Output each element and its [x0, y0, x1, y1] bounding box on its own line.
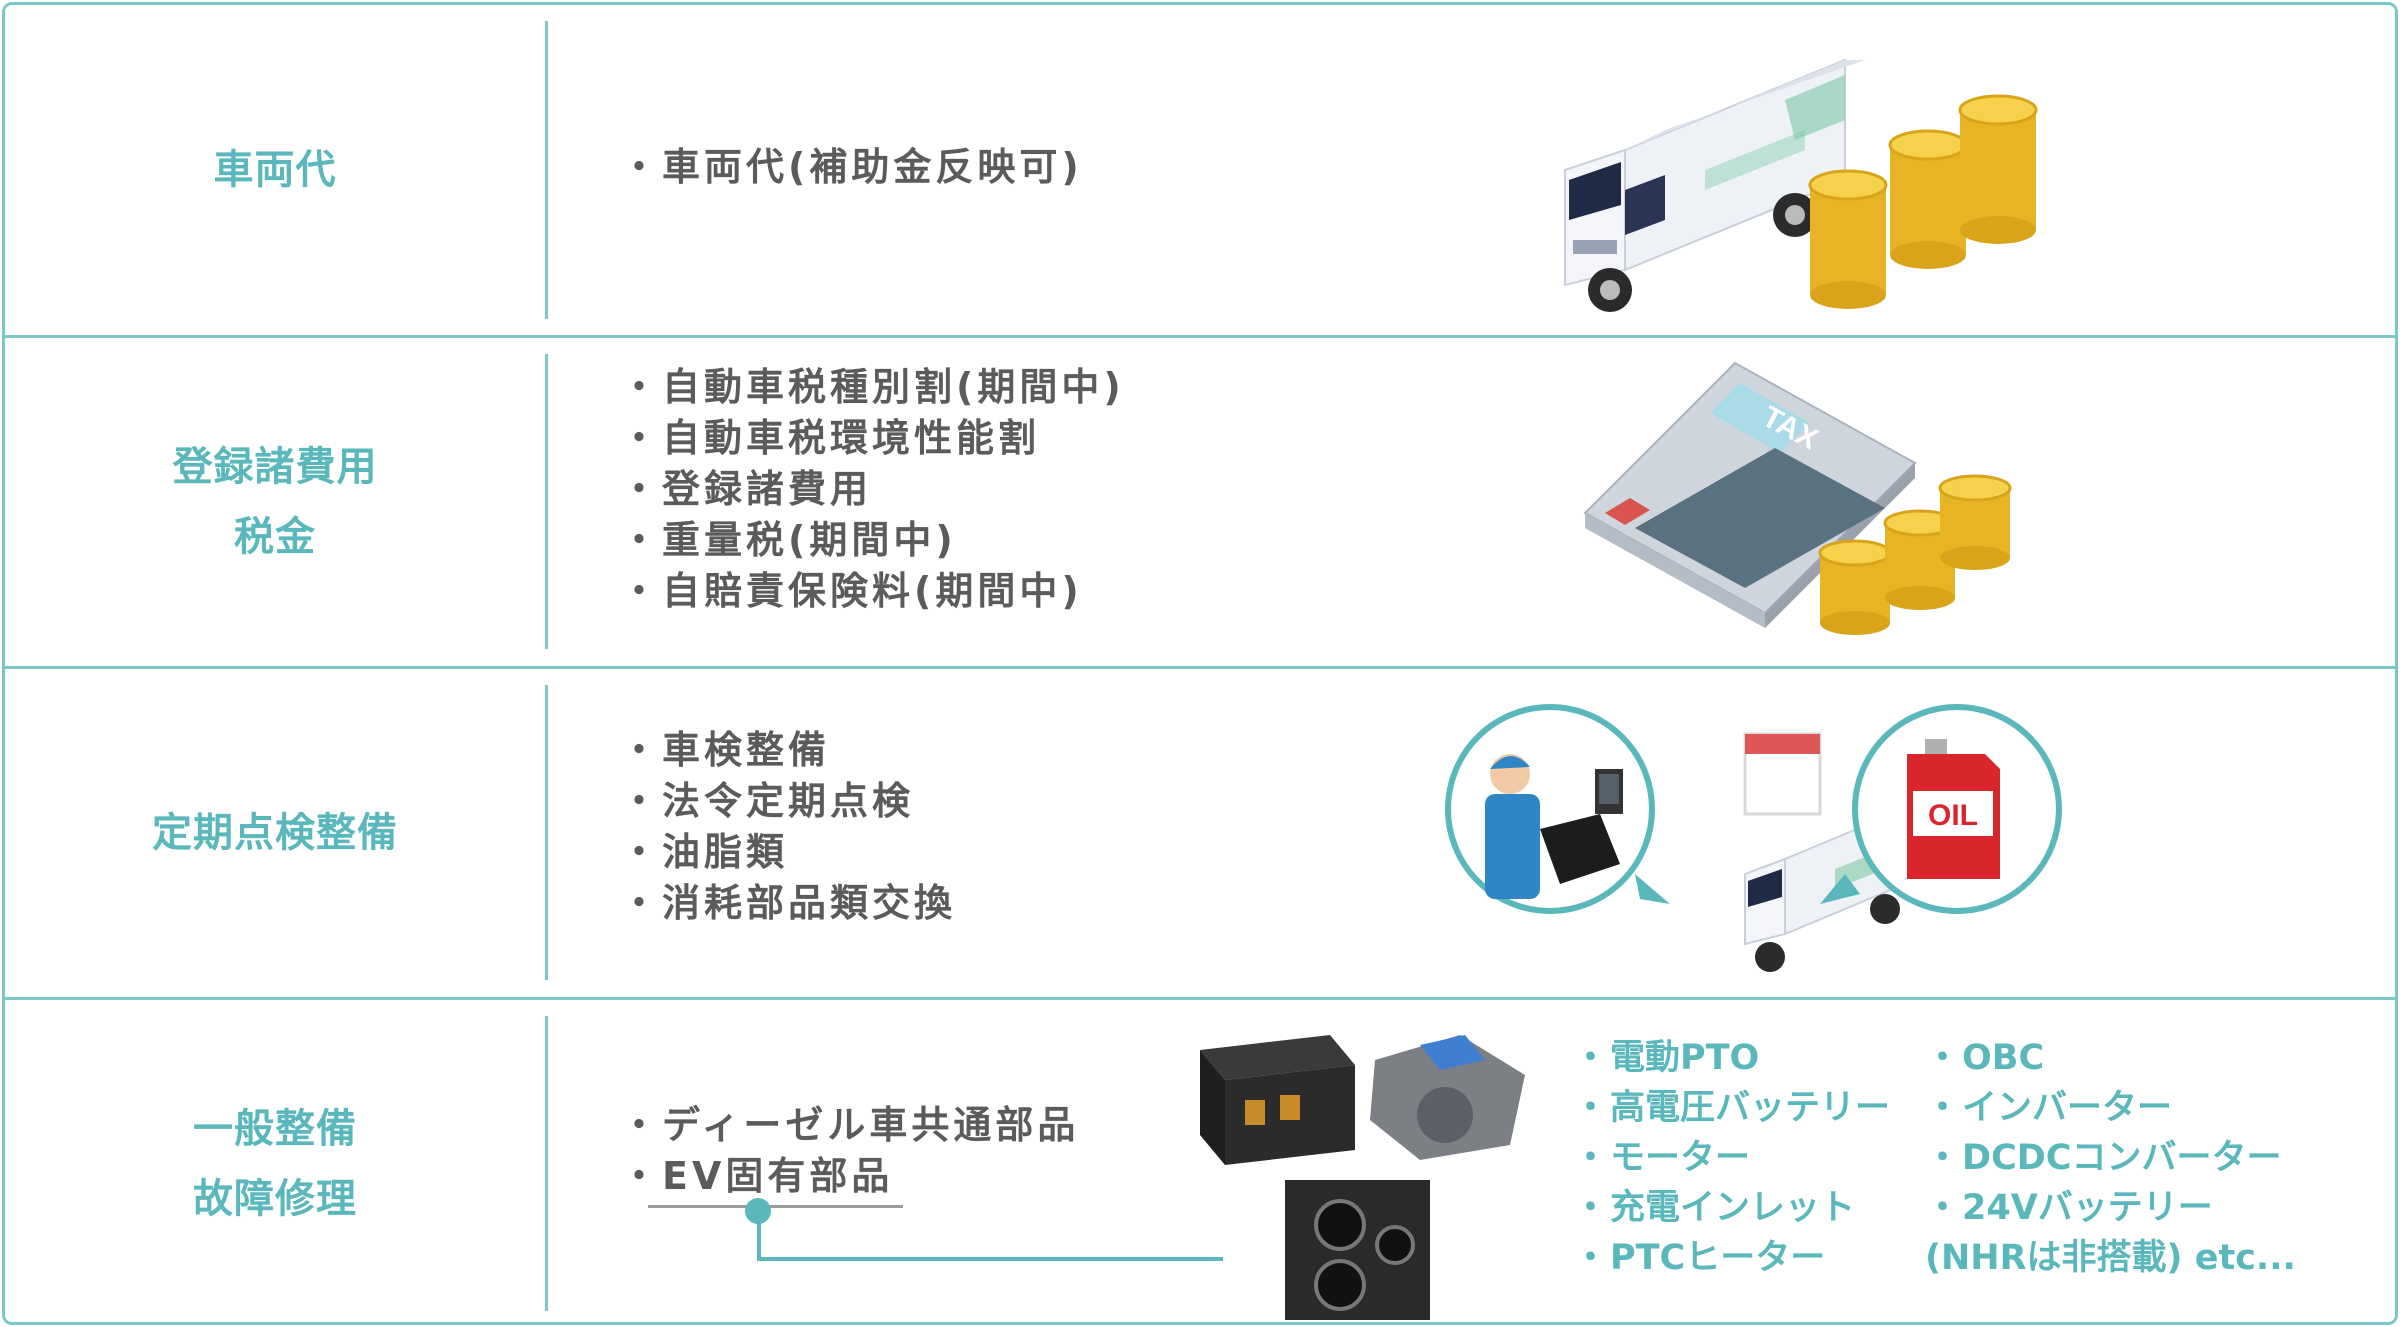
oil-can-icon: OIL: [1820, 704, 2062, 914]
row-general-repair: 一般整備 故障修理 ディーゼル車共通部品 EV固有部品: [5, 997, 2395, 1322]
list-item: ディーゼル車共通部品: [620, 1100, 1079, 1151]
truck-with-coins-illustration: [1564, 58, 2038, 312]
oil-label-text: OIL: [1928, 799, 1978, 832]
list-item: 自賠責保険料(期間中): [620, 566, 1125, 617]
row-label: 定期点検整備: [5, 669, 545, 996]
charging-inlet-image: [1285, 1180, 1430, 1320]
row-label-line: 税金: [234, 513, 316, 560]
row-label: 登録諸費用 税金: [5, 338, 545, 665]
list-item: 法令定期点検: [620, 776, 956, 827]
row-label-line: 一般整備: [193, 1105, 357, 1152]
ev-parts-list: OBC インバーター DCDCコンバーター 24Vバッテリー (NHRは非搭載)…: [1925, 1033, 2296, 1283]
list-item: 登録諸費用: [620, 464, 1125, 515]
tax-calculator-illustration: TAX: [1583, 361, 2012, 635]
list-item: 重量税(期間中): [620, 515, 1125, 566]
ev-parts-note: (NHRは非搭載) etc...: [1925, 1238, 2296, 1278]
battery-pack-image: [1200, 1035, 1355, 1165]
coin-stacks-icon: [1808, 94, 2038, 309]
item-list: ディーゼル車共通部品 EV固有部品: [620, 1100, 1079, 1202]
truck-icon: [1564, 58, 1865, 312]
ev-part-item: インバーター: [1925, 1083, 2296, 1133]
coin-stacks-icon: [1818, 474, 2012, 635]
ev-part-item: モーター: [1573, 1133, 1890, 1183]
list-item: 車両代(補助金反映可): [620, 142, 1083, 193]
connector-dot: [745, 1198, 771, 1224]
row-label-line: 故障修理: [193, 1175, 357, 1222]
ev-part-item: DCDCコンバーター: [1925, 1133, 2296, 1183]
column-divider: [545, 21, 548, 319]
list-item: EV固有部品: [620, 1151, 1079, 1202]
column-divider: [545, 354, 548, 649]
list-item: 消耗部品類交換: [620, 878, 956, 929]
row-vehicle-cost: 車両代 車両代(補助金反映可): [5, 5, 2395, 335]
list-item: 油脂類: [620, 827, 956, 878]
row-label-line: 定期点検整備: [152, 809, 398, 856]
row-registration-tax: 登録諸費用 税金 自動車税種別割(期間中) 自動車税環境性能割 登録諸費用 重量…: [5, 335, 2395, 665]
row-periodic-maintenance: 定期点検整備 車検整備 法令定期点検 油脂類 消耗部品類交換: [5, 666, 2395, 996]
ev-parts-connector: [757, 1213, 1223, 1261]
ev-part-item: 24Vバッテリー: [1925, 1183, 2296, 1233]
calculator-icon: TAX: [1583, 361, 1917, 628]
item-list: 車検整備 法令定期点検 油脂類 消耗部品類交換: [620, 725, 956, 929]
ev-part-item: 高電圧バッテリー: [1573, 1083, 1890, 1133]
ev-parts-list: 電動PTO 高電圧バッテリー モーター 充電インレット PTCヒーター: [1573, 1033, 1890, 1283]
item-list: 車両代(補助金反映可): [620, 142, 1083, 193]
list-item: 自動車税種別割(期間中): [620, 362, 1125, 413]
list-item: 自動車税環境性能割: [620, 413, 1125, 464]
column-divider: [545, 685, 548, 980]
list-item: 車検整備: [620, 725, 956, 776]
ev-part-item: 充電インレット: [1573, 1183, 1890, 1233]
motor-inverter-image: [1370, 1035, 1525, 1160]
column-divider: [545, 1016, 548, 1311]
ev-part-item: OBC: [1925, 1033, 2296, 1083]
row-label: 車両代: [5, 5, 545, 335]
ev-components-photos: [1200, 1035, 1525, 1320]
ev-parts-underline: [648, 1205, 903, 1208]
ev-part-item: 電動PTO: [1573, 1033, 1890, 1083]
mechanic-icon: [1445, 704, 1670, 914]
maintenance-illustration: OIL: [1445, 704, 2062, 972]
row-label-line: 登録諸費用: [172, 443, 378, 490]
row-label-line: 車両代: [213, 147, 337, 193]
ev-part-item: PTCヒーター: [1573, 1233, 1890, 1283]
item-list: 自動車税種別割(期間中) 自動車税環境性能割 登録諸費用 重量税(期間中) 自賠…: [620, 362, 1125, 617]
row-label: 一般整備 故障修理: [5, 1000, 545, 1322]
